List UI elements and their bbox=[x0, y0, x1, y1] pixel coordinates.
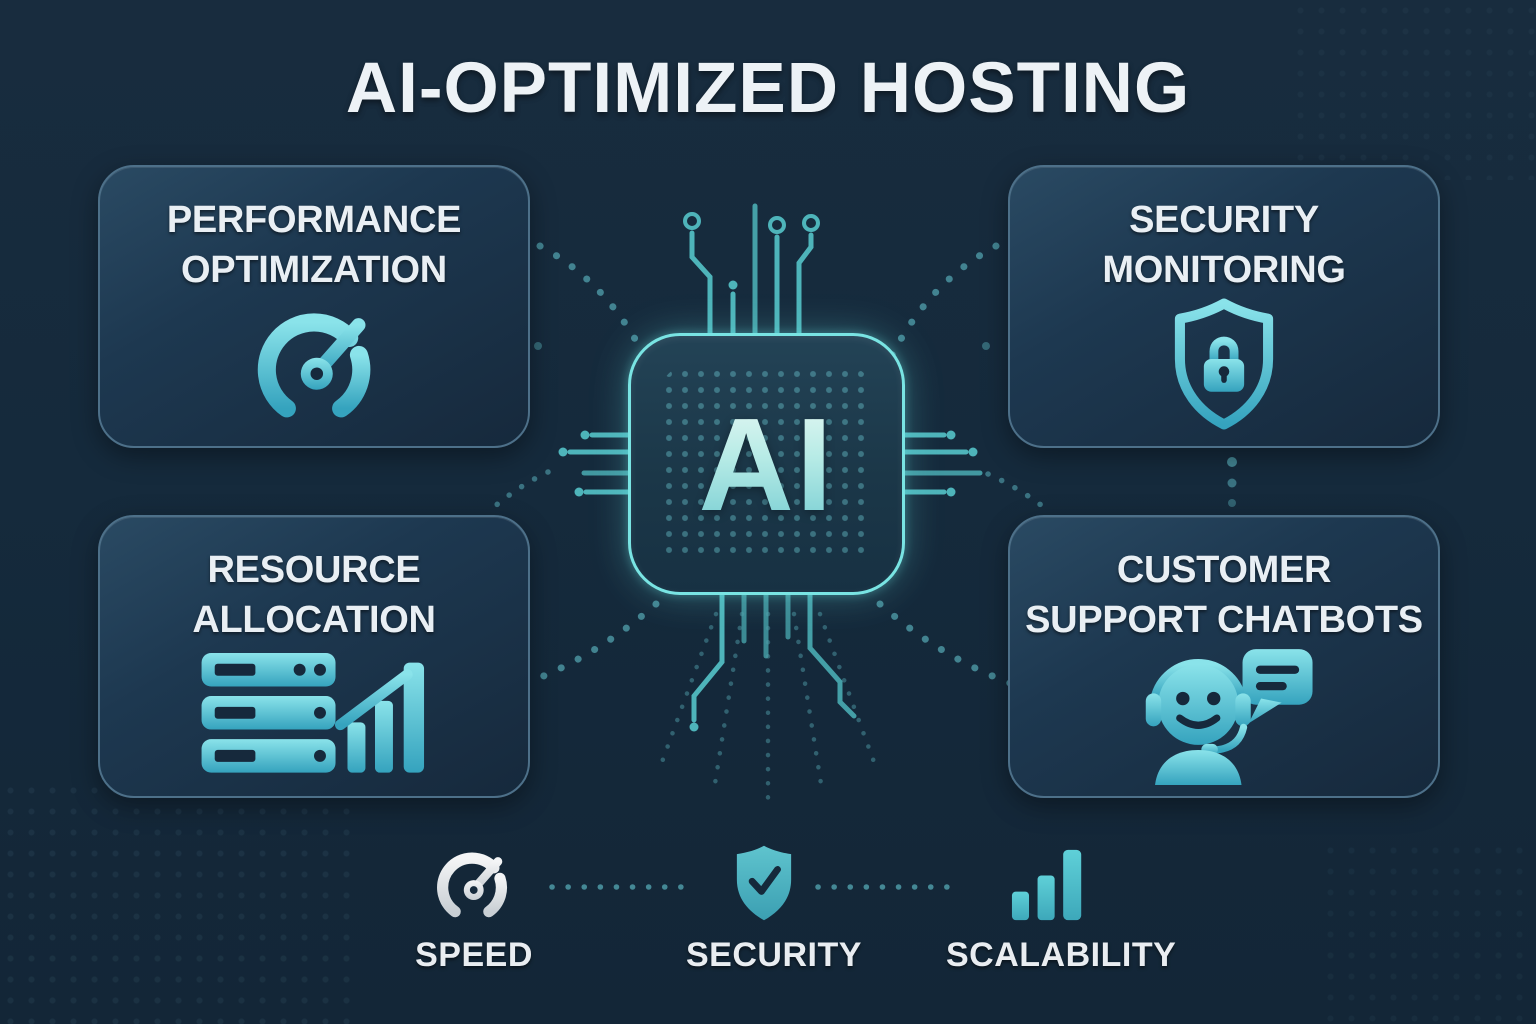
card-title-line: ALLOCATION bbox=[192, 599, 436, 641]
chip-label: AI bbox=[698, 390, 835, 538]
card-title-line: SECURITY bbox=[1129, 199, 1319, 241]
card-title-line: OPTIMIZATION bbox=[181, 249, 447, 291]
speedometer-icon bbox=[230, 295, 398, 446]
page-title: AI-OPTIMIZED HOSTING bbox=[345, 49, 1191, 128]
footer-label-scalability: SCALABILITY bbox=[946, 936, 1177, 974]
speedometer-icon bbox=[437, 852, 508, 918]
card-title-line: PERFORMANCE bbox=[166, 199, 462, 241]
card-title: SECURITY MONITORING bbox=[1102, 195, 1346, 295]
bar-chart-icon bbox=[1011, 849, 1082, 921]
footer-label-security: SECURITY bbox=[686, 936, 862, 974]
support-agent-chat-icon bbox=[1121, 645, 1327, 799]
card-title-line: MONITORING bbox=[1102, 249, 1346, 291]
shield-lock-icon bbox=[1161, 295, 1287, 446]
shield-check-icon bbox=[736, 845, 792, 921]
card-title: PERFORMANCE OPTIMIZATION bbox=[166, 195, 462, 295]
card-title: CUSTOMER SUPPORT CHATBOTS bbox=[1025, 545, 1423, 645]
ai-chip-icon: AI bbox=[628, 333, 905, 595]
card-title-line: SUPPORT CHATBOTS bbox=[1025, 599, 1423, 641]
card-performance-optimization: PERFORMANCE OPTIMIZATION bbox=[98, 165, 530, 448]
card-customer-support-chatbots: CUSTOMER SUPPORT CHATBOTS bbox=[1008, 515, 1440, 798]
server-bar-chart-icon bbox=[194, 645, 434, 796]
card-title-line: CUSTOMER bbox=[1116, 549, 1332, 591]
footer-label-speed: SPEED bbox=[415, 936, 533, 974]
card-title: RESOURCE ALLOCATION bbox=[192, 545, 436, 645]
card-title-line: RESOURCE bbox=[207, 549, 421, 591]
card-resource-allocation: RESOURCE ALLOCATION bbox=[98, 515, 530, 798]
card-security-monitoring: SECURITY MONITORING bbox=[1008, 165, 1440, 448]
